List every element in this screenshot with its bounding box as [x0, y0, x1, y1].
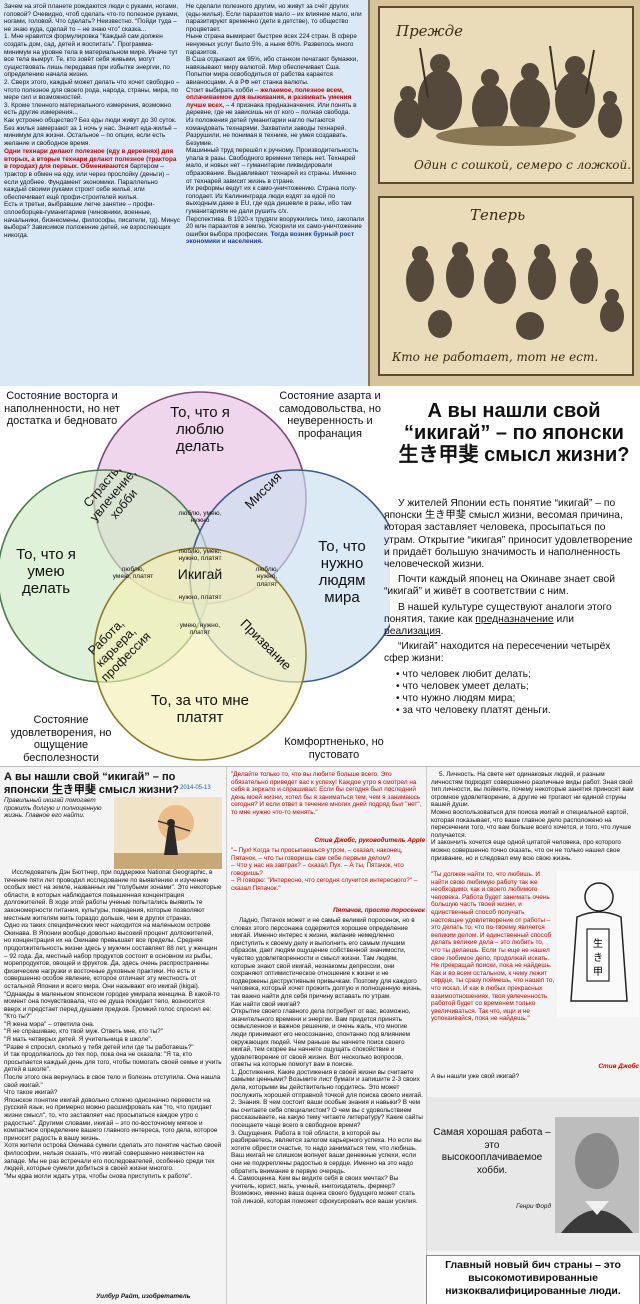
article-title: А вы нашли свой “икигай” – по японски 生き… — [4, 771, 179, 796]
article-column-3: 5. Личность. На свете нет одинаковых люд… — [426, 767, 640, 1304]
cartoon-panel-before: Прежде Один с сошкой, семеро с ложкой. — [378, 6, 634, 184]
venn-sub-left: люблю, умею, платят — [112, 566, 154, 581]
top-middle-column: Не сделали полезного другим, но живут за… — [184, 0, 368, 386]
article-closing-question: А вы нашли уже свой икигай? — [431, 1073, 520, 1080]
article-date: 2014-05-13 — [180, 785, 211, 791]
intro-body: У жителей Японии есть понятие “икигай” –… — [384, 498, 636, 717]
wright-signature: Уилбур Райт, изобретатель самолета — [96, 1293, 191, 1302]
essay-text-2: Не сделали полезного другим, но живут за… — [186, 3, 362, 94]
venn-corner-tr: Состояние азарта и самодовольства, но не… — [278, 390, 382, 440]
article-body-2: Ладно, Пятачок может и не самый великий … — [231, 917, 423, 1205]
intro-title: А вы нашли свой “икигай” – по японски 生き… — [398, 400, 630, 466]
article-section: А вы нашли свой “икигай” – по японски 生き… — [0, 766, 640, 1304]
venn-corner-bl: Состояние удовлетворения, но ощущение бе… — [10, 714, 112, 764]
now-caption: Кто не работает, тот не ест. — [392, 350, 599, 364]
venn-corner-br: Комфортненько, но пустовато — [284, 736, 384, 761]
piglet-signature: Пятачок, просто поросенок — [332, 907, 425, 914]
svg-text:甲: 甲 — [593, 967, 603, 978]
jobs-signature-2: Стив Джобс — [598, 1063, 639, 1070]
venn-sub-bottom: умею, нужно, платят — [179, 622, 221, 637]
before-caption: Один с сошкой, семеро с ложкой. — [414, 158, 632, 172]
essay-text-1b: бартером – трактор в обмен на еду, или ч… — [4, 163, 180, 239]
now-title: Теперь — [470, 206, 526, 224]
intro-p3-text: В нашей культуре существуют аналоги этог… — [384, 601, 612, 625]
article-body-1: Исследователь Дэн Бюттнер, при поддержке… — [4, 869, 222, 1180]
samurai-image — [114, 797, 222, 869]
intro-list-item-text: что человек любит делать; — [402, 668, 531, 680]
intro-list-item-text: за что человеку платят деньги. — [402, 705, 551, 717]
venn-corner-tl: Состояние восторга и наполненности, но н… — [4, 390, 120, 427]
venn-circle-paid — [93, 547, 307, 761]
intro-p2: Почти каждый японец на Окинаве знает сво… — [384, 574, 615, 598]
essay-highlight-1: Одни технари делают полезное (еду в дере… — [4, 148, 177, 171]
intro-list-item-text: что нужно людям мира; — [402, 693, 516, 705]
venn-label-need: То, что нужно людям мира — [318, 538, 366, 606]
ikigai-venn-diagram — [0, 391, 390, 761]
piglet-quote: "– Пух! Когда ты просыпаешься утром, – с… — [231, 847, 418, 892]
article-column-2: "Делайте только то, что вы любите больше… — [226, 767, 426, 1304]
ikigai-section: То, что я люблю делать То, что я умею де… — [0, 386, 640, 766]
intro-p3-or: или — [556, 613, 575, 625]
intro-p4: “Икигай” находится на пересечении четырё… — [384, 641, 611, 665]
venn-label-love: То, что я люблю делать — [170, 404, 230, 455]
essay-column-2: Не сделали полезного другим, но живут за… — [186, 3, 364, 383]
venn-sub-top: люблю, умею, нужно — [178, 510, 222, 525]
intro-list-item: • что человек любит делать; — [396, 668, 531, 680]
intro-p3: В нашей культуре существуют аналоги этог… — [384, 601, 612, 638]
ford-quote-box: Самая хорошая работа – это высокооплачив… — [427, 1097, 640, 1251]
venn-label-good: То, что я умею делать — [16, 546, 76, 597]
jobs-quote-2: "Ты должен найти то, что любишь. И найти… — [431, 871, 555, 1023]
essay-text-2b: – 4 признака предназначения. Или понять … — [186, 101, 364, 238]
intro-p1: У жителей Японии есть понятие “икигай” –… — [384, 498, 633, 571]
cartoon-panel-now: Теперь Кто не работает, тот не ест. — [378, 196, 634, 376]
link-realization[interactable]: реализация — [384, 626, 441, 638]
svg-text:き: き — [593, 952, 603, 964]
before-scene-image — [380, 8, 632, 182]
final-statement: Главный новый бич страны – это высокомот… — [426, 1255, 640, 1304]
venn-sub-center-right: нужно, платят — [178, 594, 222, 601]
essay-text-1: Зачем на этой планете рождаются люди с р… — [4, 3, 180, 147]
intro-list: • что человек любит делать; • что челове… — [384, 669, 636, 718]
article-body-3: 5. Личность. На свете нет одинаковых люд… — [431, 771, 634, 862]
svg-text:生: 生 — [593, 937, 603, 950]
top-section: Зачем на этой планете рождаются люди с р… — [0, 0, 640, 386]
intro-list-item-text: что человек умеет делать; — [402, 680, 529, 692]
article-lead: Правильный икигай помогает прожить долгу… — [4, 797, 102, 820]
top-left-column: Зачем на этой планете рождаются люди с р… — [0, 0, 184, 386]
jobs-quote-1: "Делайте только то, что вы любите больше… — [231, 771, 422, 816]
venn-label-paid: То, за что мне платят — [150, 692, 250, 726]
ford-signature: Генри Форд — [516, 1203, 551, 1210]
essay-column-1: Зачем на этой планете рождаются люди с р… — [4, 3, 180, 383]
article-column-1: А вы нашли свой “икигай” – по японски 生き… — [0, 767, 226, 1304]
intro-list-item: • что нужно людям мира; — [396, 693, 516, 705]
sage-illustration: 生 き 甲 — [557, 871, 639, 1017]
venn-sub-right: люблю, нужно, платят — [255, 566, 279, 588]
ford-portrait — [555, 1117, 639, 1233]
now-scene-image — [380, 198, 632, 374]
essay-highlight-3: Тогда возник бурный рост экономики и нас… — [186, 230, 355, 246]
jobs-signature-1: Стив Джобс, руководитель Apple — [314, 837, 425, 844]
intro-list-item: • что человек умеет делать; — [396, 680, 529, 692]
cartoon-illustration: Прежде Один с сошкой, семеро с ложкой. — [368, 0, 640, 386]
essay-highlight-2: желаемое, полезное всем, оплачиваемое дл… — [186, 86, 352, 109]
link-purpose[interactable]: предназначение — [475, 613, 554, 625]
venn-center-ikigai: Икигай — [177, 566, 223, 582]
before-title: Прежде — [396, 22, 463, 40]
venn-sub-mid: люблю, умею, нужно, платят — [178, 548, 222, 563]
ford-quote: Самая хорошая работа – это высокооплачив… — [433, 1127, 551, 1176]
intro-list-item: • за что человеку платят деньги. — [396, 705, 551, 717]
